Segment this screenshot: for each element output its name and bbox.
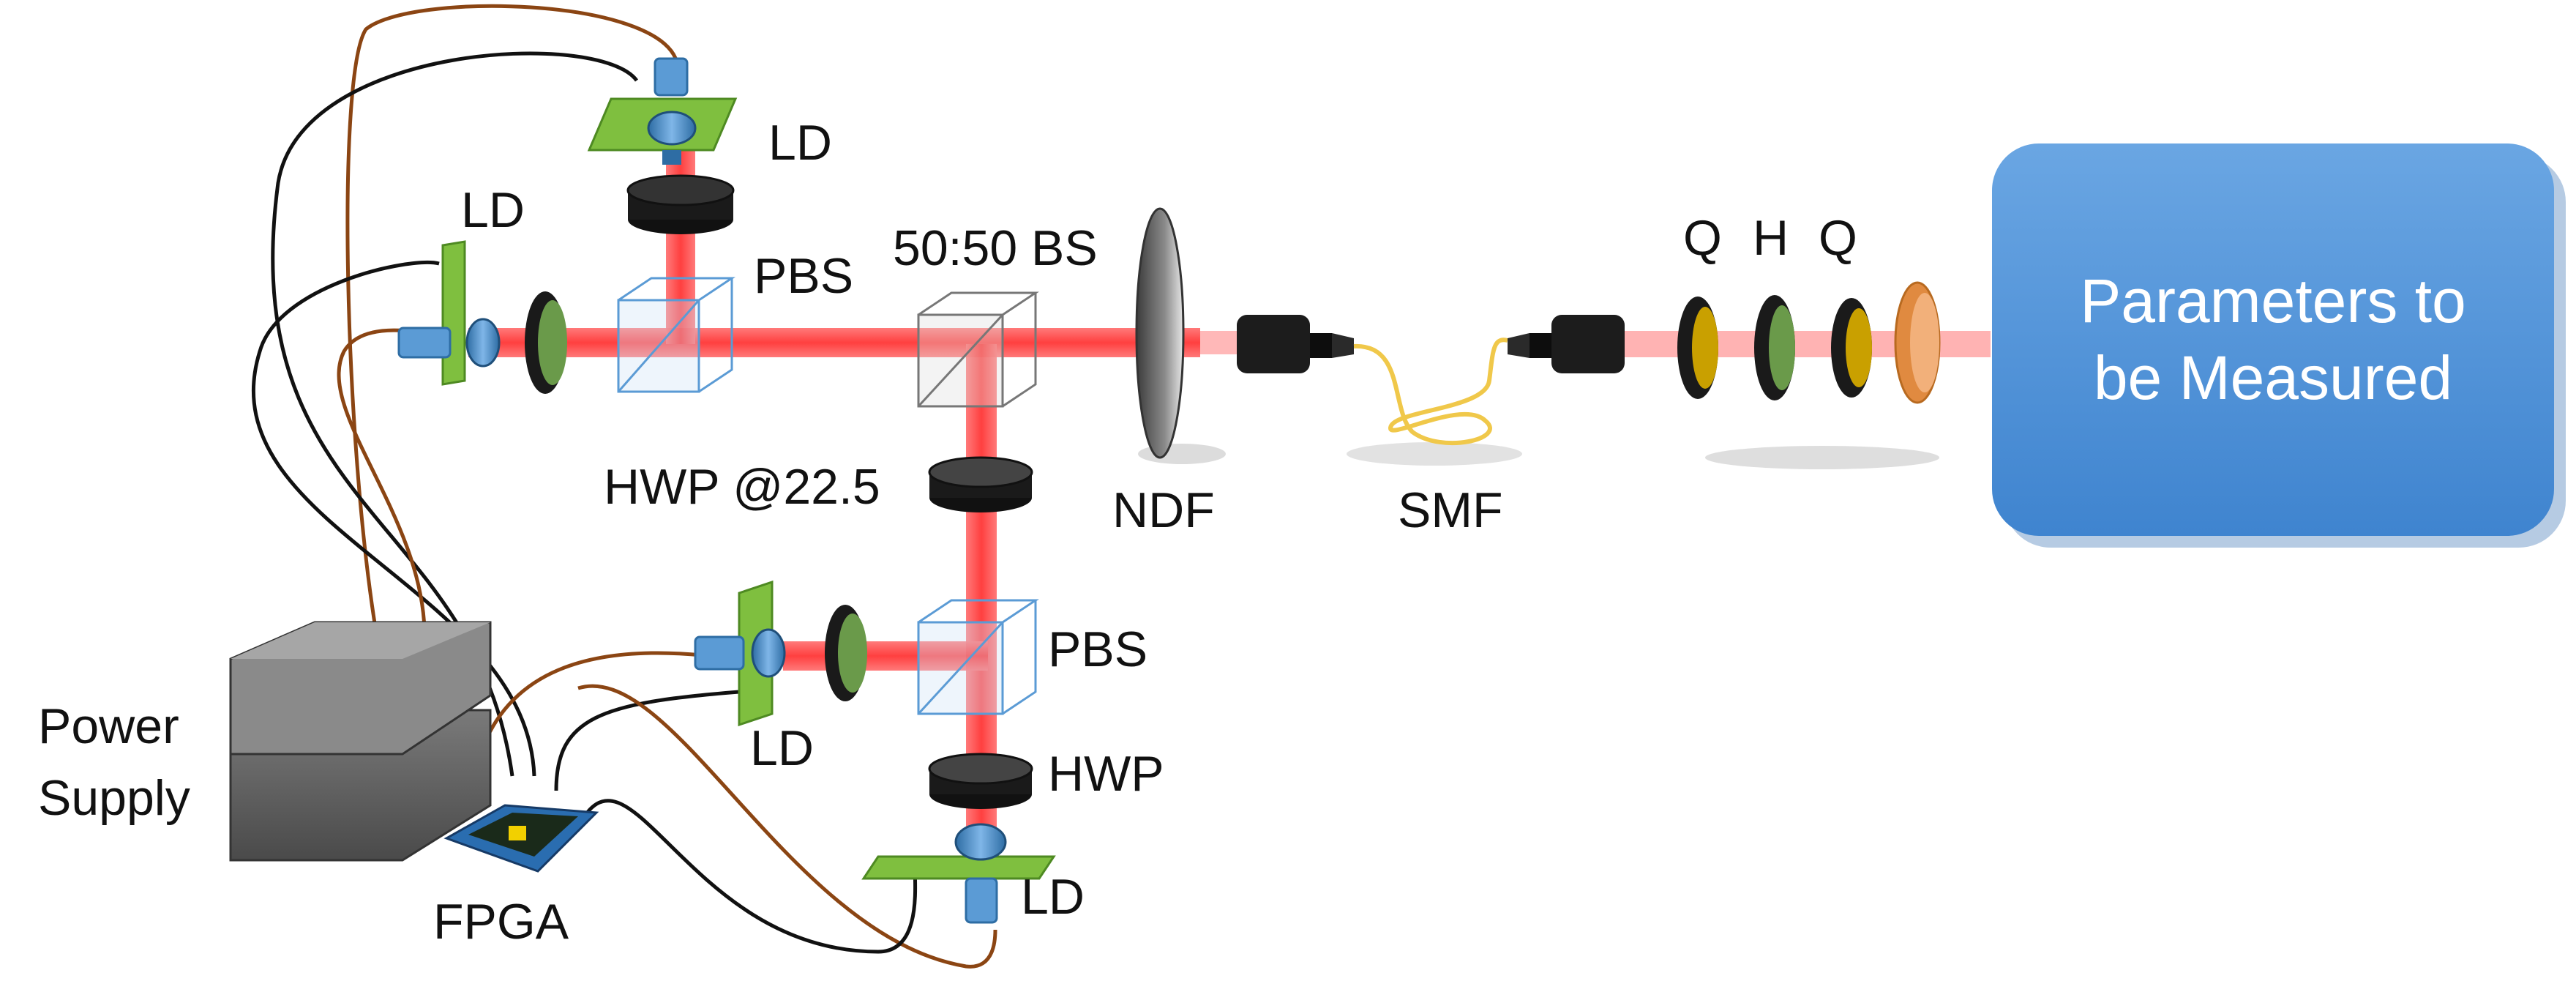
label-ld-left: LD xyxy=(461,182,525,238)
ld-bottom-lens xyxy=(954,823,1007,861)
label-ndf: NDF xyxy=(1112,482,1215,538)
ld-left-mount xyxy=(441,240,466,386)
cable-black-bottom xyxy=(576,799,918,954)
bs-cube xyxy=(917,291,1039,408)
label-q2: Q xyxy=(1819,210,1857,266)
single-mode-fiber xyxy=(1353,337,1508,446)
neutral-density-filter xyxy=(1135,207,1226,464)
label-ld-top: LD xyxy=(768,115,832,171)
ld-top-body xyxy=(654,57,689,97)
beam-mid-horizontal xyxy=(783,641,988,671)
power-supply xyxy=(229,621,492,862)
ld-bottom-body xyxy=(965,877,998,924)
label-hwp-22: HWP @22.5 xyxy=(604,459,880,515)
ld-top-lens xyxy=(647,111,697,146)
label-supply: Supply xyxy=(38,770,190,826)
fpga-chip xyxy=(509,826,526,840)
cable-brown-top xyxy=(345,4,679,638)
ld-mid-body xyxy=(694,635,745,671)
laser-diode-bottom xyxy=(861,823,1056,924)
hwp-22-plate xyxy=(928,456,1033,488)
ld-left-body xyxy=(397,327,452,359)
coupler-right-body xyxy=(1551,315,1625,373)
laser-diode-top xyxy=(587,57,738,165)
coupler-left-body xyxy=(1237,315,1310,373)
laser-diode-left xyxy=(397,240,501,386)
parameters-box: Parameters to be Measured xyxy=(1992,143,2566,548)
ld-left-lens xyxy=(465,318,501,368)
ld-mid-lens xyxy=(751,628,786,678)
label-pbs-bottom: PBS xyxy=(1048,622,1147,677)
waveplates xyxy=(525,174,1033,809)
fpga-board xyxy=(443,804,599,873)
label-h: H xyxy=(1753,210,1789,266)
cable-black-mid xyxy=(554,690,740,791)
pbs-top-cube xyxy=(617,277,735,393)
beam-splitter-cubes xyxy=(617,277,1039,715)
parameters-box-rect xyxy=(1992,143,2554,536)
cable-brown-bottom xyxy=(577,684,997,969)
labels: LD LD PBS 50:50 BS HWP @22.5 NDF SMF Q H… xyxy=(38,115,1857,950)
parameters-text-line2: be Measured xyxy=(2094,343,2452,412)
label-pbs-top: PBS xyxy=(754,248,853,304)
label-power: Power xyxy=(38,698,179,754)
lens-top xyxy=(626,174,735,206)
label-hwp: HWP xyxy=(1048,746,1164,802)
label-bs: 50:50 BS xyxy=(893,220,1098,276)
parameters-text-line1: Parameters to xyxy=(2080,266,2466,335)
laser-diode-mid xyxy=(694,580,786,727)
qhq-plates xyxy=(1677,281,1941,469)
pbs-bottom-cube xyxy=(917,599,1039,715)
cable-black-top xyxy=(271,51,639,777)
label-q1: Q xyxy=(1683,210,1722,266)
ndf-disk xyxy=(1135,207,1185,459)
hwp-plate xyxy=(928,753,1033,785)
label-ld-mid: LD xyxy=(750,720,814,776)
label-ld-bottom: LD xyxy=(1021,869,1085,925)
label-smf: SMF xyxy=(1398,482,1503,538)
label-fpga: FPGA xyxy=(433,894,569,950)
fiber-section xyxy=(1237,315,1625,466)
cable-brown-left xyxy=(337,328,440,630)
beam-main-horizontal xyxy=(468,328,1200,357)
